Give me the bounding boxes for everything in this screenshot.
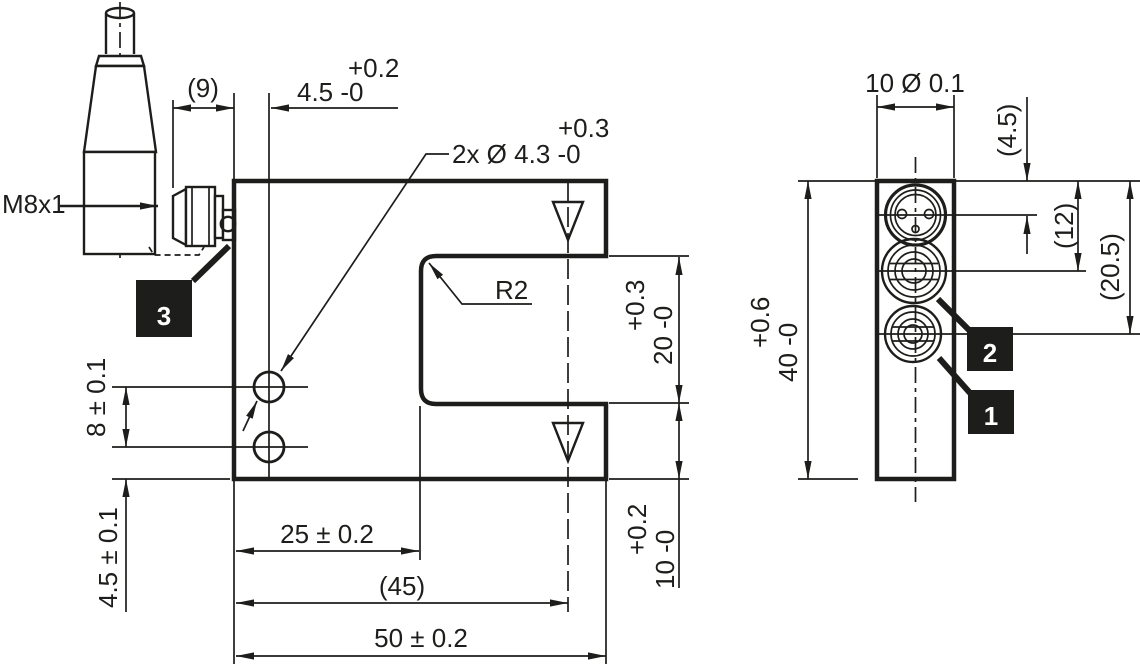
boot-rim: [94, 54, 146, 68]
front-view: M8x1 (9) +0.2 4.5 -0 +0.3 2x Ø 4.3 -0 R2…: [2, 2, 689, 664]
dim-axis-x-label: (45): [379, 571, 425, 601]
callout-3-digit: 3: [157, 301, 171, 331]
dim-lower-arm-plus: +0.2: [622, 504, 652, 555]
m8-pin-left: [896, 208, 908, 220]
connector-thread-label: M8x1: [2, 189, 66, 219]
plug-nut: [184, 185, 217, 248]
dim-slot-depth-x-label: 25 ± 0.2: [280, 519, 374, 549]
dim-mounting-holes-plus: +0.3: [558, 113, 609, 143]
dim-overall-width-label: 50 ± 0.2: [374, 623, 468, 653]
callout-1-box: [968, 390, 1014, 434]
callout-2-leader: [935, 296, 972, 333]
m8-pin-right: [923, 208, 935, 220]
dim-protrusion-label: (9): [187, 73, 219, 103]
holes-leader-arrow: [280, 153, 449, 372]
dim-adjuster-center-label: (12): [1049, 203, 1079, 249]
dim-height-main: 40 -0: [773, 323, 803, 382]
callout-2-box: [967, 327, 1013, 371]
dim-slot-width-main: 20 -0: [648, 306, 678, 365]
dim-hole-to-bottom-label: 4.5 ± 0.1: [93, 507, 123, 608]
holes-leader-arrow-2: [242, 400, 258, 432]
mounting-hole-top: [252, 370, 286, 404]
dim-lower-arm-label: 10 -0 +0.2: [622, 504, 680, 589]
side-view: 10 Ø 0.1 (4.5) (12) (20.5) 40 -0 +0.6 2 …: [745, 68, 1140, 502]
dim-hole-spacing-label: 8 ± 0.1: [81, 358, 111, 437]
m8-pin-bottom: [911, 224, 920, 234]
boot-body: [82, 150, 157, 256]
dim-depth-label: 10 Ø 0.1: [865, 68, 965, 98]
optical-mark-top-icon: [551, 200, 585, 244]
callout-3-box: [136, 280, 192, 337]
dim-slot-width-label: 20 -0 +0.3: [620, 280, 678, 365]
dim-height-plus: +0.6: [745, 297, 775, 348]
callout-3-leader: [190, 243, 232, 284]
cable-connector-assembly: [82, 2, 237, 262]
mounting-hole-bottom: [252, 430, 286, 464]
optical-mark-bottom-icon: [551, 421, 585, 465]
radius-label: R2: [495, 275, 528, 305]
fork-body-outline: [231, 178, 609, 482]
callout-2-digit: 2: [983, 338, 997, 368]
boot-cone: [82, 64, 158, 154]
dim-hole-axis-offset-main: 4.5 -0: [297, 77, 364, 107]
dim-mounting-holes-main: 2x Ø 4.3 -0: [452, 139, 581, 169]
dim-height-label: 40 -0 +0.6: [745, 297, 803, 382]
dim-hole-axis-offset-plus: +0.2: [348, 53, 399, 83]
dim-m8-center-label: (4.5): [992, 104, 1022, 157]
dim-slot-width-plus: +0.3: [620, 280, 650, 331]
callout-1-leader: [936, 356, 973, 395]
dim-lower-arm-main: 10 -0: [650, 530, 680, 589]
radius-leader-arrow: [428, 262, 532, 305]
dim-indicator-center-label: (20.5): [1095, 233, 1125, 301]
callout-1-digit: 1: [984, 401, 998, 431]
plug-hidden-edge: [148, 246, 205, 256]
plug-back-flange: [171, 186, 188, 248]
